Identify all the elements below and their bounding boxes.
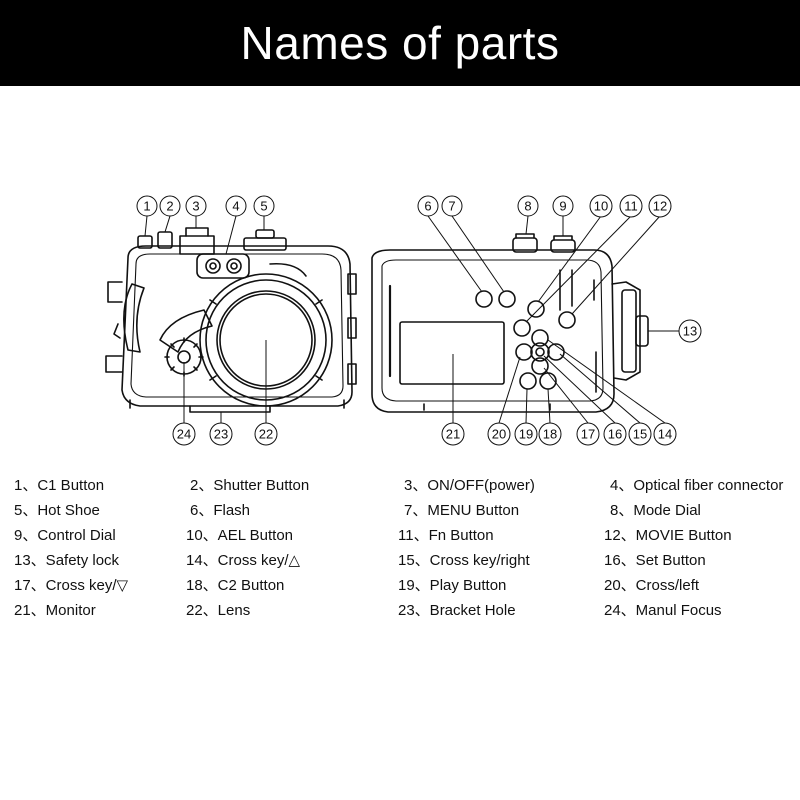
rear-housing: [371, 233, 649, 413]
svg-text:15: 15: [633, 427, 647, 442]
callout-15: 15: [628, 422, 652, 446]
leader-lines: [144, 215, 680, 424]
svg-text:13: 13: [683, 324, 697, 339]
callout-5: 5: [253, 195, 275, 217]
svg-text:24: 24: [177, 427, 191, 442]
svg-text:17: 17: [581, 427, 595, 442]
title-bar: Names of parts: [0, 0, 800, 86]
svg-text:8: 8: [524, 199, 531, 214]
svg-text:14: 14: [658, 427, 672, 442]
svg-text:6: 6: [424, 199, 431, 214]
callout-12: 12: [648, 194, 672, 218]
callout-20: 20: [487, 422, 511, 446]
callouts: 1 2 3 4 5 6 7 8 9 10 11 12 13 14 15 16 1…: [136, 194, 702, 446]
svg-text:18: 18: [543, 427, 557, 442]
callout-19: 19: [514, 422, 538, 446]
callout-9: 9: [552, 195, 574, 217]
page-title: Names of parts: [240, 17, 560, 69]
svg-text:5: 5: [260, 199, 267, 214]
callout-11: 11: [619, 194, 643, 218]
callout-7: 7: [441, 195, 463, 217]
callout-18: 18: [538, 422, 562, 446]
callout-23: 23: [209, 422, 233, 446]
callout-1: 1: [136, 195, 158, 217]
svg-text:4: 4: [232, 199, 239, 214]
callout-13: 13: [678, 319, 702, 343]
svg-text:23: 23: [214, 427, 228, 442]
callout-22: 22: [254, 422, 278, 446]
front-housing: [105, 227, 357, 413]
callout-21: 21: [441, 422, 465, 446]
svg-text:9: 9: [559, 199, 566, 214]
svg-text:2: 2: [166, 199, 173, 214]
svg-text:10: 10: [594, 199, 608, 214]
callout-4: 4: [225, 195, 247, 217]
svg-text:1: 1: [143, 199, 150, 214]
monitor-screen: [399, 321, 505, 385]
svg-text:22: 22: [259, 427, 273, 442]
callout-6: 6: [417, 195, 439, 217]
svg-text:19: 19: [519, 427, 533, 442]
svg-text:7: 7: [448, 199, 455, 214]
svg-text:3: 3: [192, 199, 199, 214]
svg-text:11: 11: [624, 199, 638, 214]
svg-text:20: 20: [492, 427, 506, 442]
callout-10: 10: [589, 194, 613, 218]
callout-16: 16: [603, 422, 627, 446]
callout-2: 2: [159, 195, 181, 217]
svg-text:21: 21: [446, 427, 460, 442]
callout-3: 3: [185, 195, 207, 217]
callout-17: 17: [576, 422, 600, 446]
callout-14: 14: [653, 422, 677, 446]
svg-text:16: 16: [608, 427, 622, 442]
callout-8: 8: [517, 195, 539, 217]
svg-text:12: 12: [653, 199, 667, 214]
callout-24: 24: [172, 422, 196, 446]
